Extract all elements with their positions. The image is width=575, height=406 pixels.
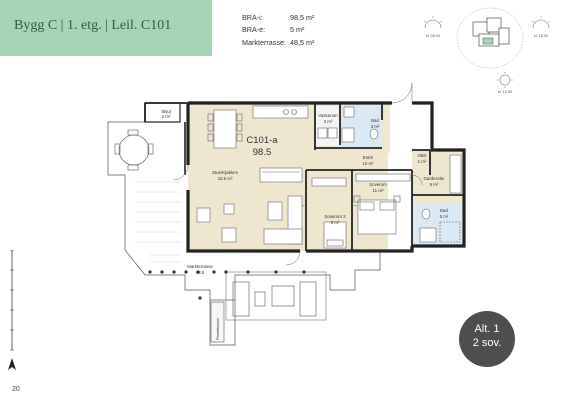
outdoor-lounge-set [232, 281, 317, 317]
room-area-vaskerom: 3 m² [324, 119, 333, 124]
room-area-soverom-2: 8 m² [331, 220, 340, 225]
area-label: BRA-e: [242, 25, 266, 35]
room-area-bad-right: 5 m² [440, 214, 449, 219]
title-band: Bygg C | 1. etg. | Leil. C101 [0, 0, 212, 56]
room-label-garderobe: Garderobe [424, 176, 446, 181]
room-labels: Skjul 2 m² Vaskerom 3 m² Bad 3 m² Stue/K… [161, 109, 449, 275]
room-label-abd: ABD [417, 153, 426, 158]
sun-icon-right [531, 16, 551, 29]
scale-bar [8, 250, 16, 370]
room-label-plantekasse: Plantekasse [215, 317, 220, 340]
kitchen [252, 105, 309, 183]
area-summary: BRA-i: 98,5 m² BRA-e: 5 m² Markterrasse:… [242, 11, 330, 49]
page-title: Bygg C | 1. etg. | Leil. C101 [14, 18, 172, 33]
living-sofa [196, 195, 303, 245]
sun-label-right: kl. 18.00 [534, 34, 548, 38]
unit-name: C101-a [246, 135, 278, 146]
area-value: 98,5 m² [290, 12, 315, 22]
single-bed [311, 177, 347, 249]
room-label-soverom: Soverom [369, 182, 387, 187]
room-label-stue: Stue/Kjøkken [212, 170, 239, 175]
room-area-soverom: 11 m² [373, 188, 384, 193]
room-label-vaskerom: Vaskerom [318, 113, 338, 118]
wardrobes [355, 154, 462, 194]
outdoor-dining-table [114, 129, 154, 171]
sun-icon-left [423, 16, 443, 29]
room-label-markterrasse: Markterrasse [187, 264, 213, 269]
unit-area: 98.5 [253, 147, 272, 158]
badge-line-2: 2 sov. [472, 337, 502, 349]
terrace-edge-dots [148, 270, 306, 300]
alternative-badge: Alt. 1 2 sov. [459, 311, 515, 367]
room-label-skjul: Skjul [161, 109, 171, 114]
dining-table [207, 109, 243, 149]
room-area-skjul: 2 m² [162, 114, 171, 119]
laundry-floor [316, 106, 339, 146]
key-map: kl. 09.00 kl. 18.00 kl. 12.00 [423, 7, 551, 94]
sun-icon-bottom [497, 72, 513, 88]
room-label-entre: Entrè [363, 155, 374, 160]
room-area-entre: 10 m² [362, 161, 374, 166]
page-number: 20 [12, 386, 20, 393]
room-area-garderobe: 6 m² [430, 182, 439, 187]
double-bed [353, 195, 401, 235]
area-row-bra-i: BRA-i: 98,5 m² [242, 11, 330, 24]
terrace-deck [135, 181, 180, 263]
badge-line-1: Alt. 1 [474, 323, 500, 335]
room-area-markterrasse: 48.5 [196, 270, 205, 275]
key-map-highlighted-unit [482, 37, 494, 45]
room-area-stue: 43.5 m² [218, 176, 233, 181]
area-label: BRA-i: [242, 12, 263, 22]
key-map-site-outline [456, 7, 524, 69]
bathroom-fixtures [317, 106, 461, 243]
plantekasse [210, 301, 225, 343]
area-row-bra-e: BRA-e: 5 m² [242, 24, 330, 37]
room-area-abd: 1 m² [418, 159, 427, 164]
north-arrow-icon [8, 358, 16, 370]
area-value: 5 m² [290, 25, 305, 35]
sun-label-left: kl. 09.00 [426, 34, 440, 38]
inner-walls [144, 102, 464, 251]
skjul-outline [144, 102, 181, 123]
area-value: 48,5 m² [290, 37, 315, 47]
sun-label-bottom: kl. 12.00 [498, 90, 512, 94]
room-label-bad-top: Bad [371, 118, 379, 123]
room-area-bad-top: 3 m² [371, 124, 380, 129]
room-label-bad-right: Bad [440, 208, 448, 213]
room-label-soverom-2: Soverom 2 [324, 214, 346, 219]
area-row-markterrasse: Markterrasse: 48,5 m² [242, 36, 330, 49]
area-label: Markterrasse: [242, 37, 286, 47]
